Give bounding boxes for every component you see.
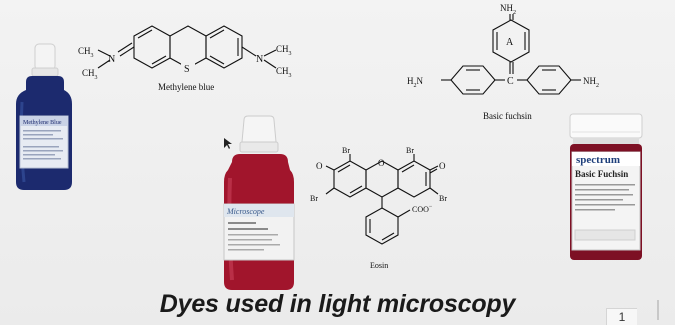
basic-fuchsin-ring-label: A xyxy=(506,37,514,48)
microscope-stain-bottle-label: Microscope xyxy=(226,207,265,216)
spectrum-product-label: Basic Fuchsin xyxy=(575,169,628,179)
basic-fuchsin-central-carbon: C xyxy=(507,76,514,87)
eosin-br-bottom-left: Br xyxy=(310,194,318,203)
basic-fuchsin-caption: Basic fuchsin xyxy=(483,111,532,121)
mouse-cursor-icon xyxy=(224,138,232,149)
methylene-blue-left-nitrogen: N xyxy=(108,54,115,65)
methylene-blue-bottle-image: Methylene Blue xyxy=(16,43,72,190)
methylene-blue-sulfur: S xyxy=(184,64,190,75)
methylene-blue-bottle-label: Methylene Blue xyxy=(23,120,62,126)
eosin-structure: O Br Br O O Br Br COO− Eosin xyxy=(310,146,447,270)
methylene-blue-left-methyl-top: CH3 xyxy=(78,46,94,59)
eosin-caption: Eosin xyxy=(370,261,388,270)
eosin-br-top-right: Br xyxy=(406,146,414,155)
methylene-blue-caption: Methylene blue xyxy=(158,82,214,92)
basic-fuchsin-right-amine: NH2 xyxy=(583,76,599,89)
microscope-stain-bottle-image: Microscope xyxy=(223,115,295,290)
methylene-blue-structure: S N CH3 CH3 N CH3 CH3 Methylene blue xyxy=(78,25,292,92)
methylene-blue-right-methyl-bottom: CH3 xyxy=(276,66,292,79)
slide-title: Dyes used in light microscopy xyxy=(159,290,516,318)
basic-fuchsin-structure: NH2 A C H2N NH2 Basic fuchsin xyxy=(407,3,599,121)
eosin-carboxylate: COO− xyxy=(412,204,433,214)
eosin-br-top-left: Br xyxy=(342,146,350,155)
basic-fuchsin-left-amine: H2N xyxy=(407,76,424,89)
scrollbar-handle[interactable] xyxy=(657,300,659,320)
eosin-ring-oxygen: O xyxy=(378,158,385,168)
methylene-blue-left-methyl-bottom: CH3 xyxy=(82,68,98,81)
methylene-blue-right-nitrogen: N xyxy=(256,54,263,65)
eosin-oxygen-left: O xyxy=(316,161,323,171)
eosin-oxygen-right: O xyxy=(439,161,446,171)
spectrum-basic-fuchsin-bottle-image: spectrum Basic Fuchsin xyxy=(569,113,643,260)
page-number: 1 xyxy=(606,308,637,325)
eosin-br-bottom-right: Br xyxy=(439,194,447,203)
spectrum-brand-label: spectrum xyxy=(576,154,620,166)
methylene-blue-right-methyl-top: CH3 xyxy=(276,44,292,57)
basic-fuchsin-top-amine: NH2 xyxy=(500,3,516,16)
